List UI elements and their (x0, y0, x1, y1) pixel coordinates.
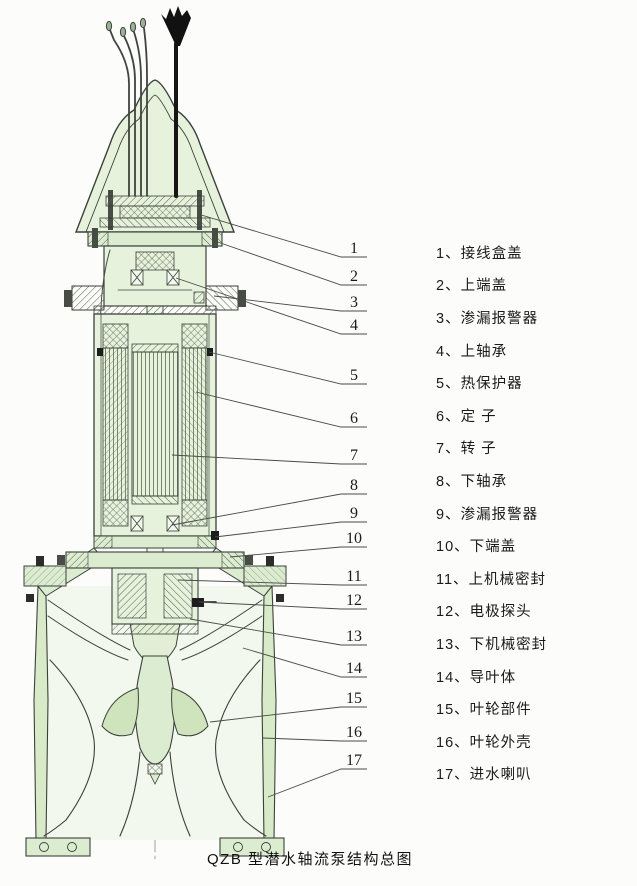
leader-line-9 (214, 521, 367, 538)
cable-lug (139, 17, 147, 29)
legend-item-5: 5、热保护器 (436, 376, 523, 393)
leader-line-10 (229, 546, 367, 558)
callout-number-11: 11 (346, 568, 361, 585)
impeller-hub (134, 655, 176, 765)
callout-number-6: 6 (350, 410, 358, 427)
legend-item-9: 9、渗漏报警器 (436, 506, 539, 523)
lower-bearing-part (130, 515, 180, 532)
upper-bearing-housing-part (64, 245, 246, 357)
callout-number-3: 3 (350, 294, 358, 311)
legend-item-1: 1、接线盒盖 (436, 245, 523, 262)
leader-line-5 (208, 351, 367, 385)
impeller-blade-right (171, 687, 209, 737)
cable-lug (105, 20, 113, 32)
upper-bearing-part (130, 269, 180, 286)
stator-part (102, 323, 208, 527)
legend-item-16: 16、叶轮外壳 (436, 734, 532, 751)
seal-housing-part (111, 567, 217, 635)
legend-item-10: 10、下端盖 (436, 539, 517, 556)
legend-item-14: 14、导叶体 (436, 669, 517, 686)
leader-line-7 (171, 454, 367, 465)
legend-item-8: 8、下轴承 (436, 473, 508, 490)
leader-line-2 (211, 239, 367, 286)
leak-alarm-upper-part (193, 291, 205, 304)
legend-item-17: 17、进水喇叭 (436, 767, 532, 784)
leader-line-4 (175, 277, 367, 335)
callout-number-9: 9 (350, 505, 358, 522)
leader-line-14 (242, 647, 367, 678)
legend-item-7: 7、转 子 (436, 441, 497, 458)
callout-number-15: 15 (346, 690, 362, 707)
legend-item-2: 2、上端盖 (436, 278, 508, 295)
thermal-protector-part (97, 348, 103, 356)
leak-alarm-lower-part (211, 531, 219, 540)
callout-number-1: 1 (350, 240, 358, 257)
rotor-part (131, 343, 179, 505)
impeller-blade-left (101, 687, 139, 737)
frayed-cable-end (161, 6, 191, 46)
callout-number-5: 5 (350, 367, 358, 384)
leader-line-12 (198, 601, 367, 610)
cable-strand (123, 35, 136, 197)
legend-item-13: 13、下机械密封 (436, 636, 548, 653)
inlet-bell-part (43, 659, 267, 837)
legend-item-4: 4、上轴承 (436, 343, 508, 360)
leader-line-16 (262, 737, 367, 742)
callout-number-2: 2 (350, 268, 358, 285)
lower-mechanical-seal-part (163, 573, 193, 619)
leader-lines (171, 213, 367, 798)
callout-number-10: 10 (346, 530, 362, 547)
cable-strand (133, 31, 142, 197)
leader-line-1 (197, 213, 367, 258)
legend-item-11: 11、上机械密封 (436, 571, 547, 588)
leader-line-15 (209, 706, 367, 723)
callout-number-17: 17 (346, 752, 362, 769)
shaft-coupling (135, 251, 175, 271)
inlet-bell-flange (25, 837, 285, 857)
leader-line-3 (213, 295, 367, 312)
upper-end-cover-part (87, 228, 223, 248)
electrode-probe-part (192, 598, 204, 607)
legend-item-15: 15、叶轮部件 (436, 702, 532, 719)
callout-numbers: 1 2 3 4 5 6 7 8 9 10 11 12 13 14 15 16 1… (346, 240, 362, 769)
terminal-block-part (99, 190, 211, 230)
cable-strand (109, 29, 130, 197)
parts-legend: 1、接线盒盖 2、上端盖 3、渗漏报警器 4、上轴承 5、热保护器 6、定 子 … (436, 236, 626, 790)
cable-strand (143, 27, 148, 197)
leader-line-17 (267, 768, 367, 798)
lower-end-cover-part (23, 547, 287, 597)
leader-line-8 (171, 493, 367, 526)
pump-drawing (23, 6, 287, 863)
callout-number-7: 7 (350, 447, 358, 464)
legend-item-12: 12、电极探头 (436, 604, 532, 621)
leader-line-11 (177, 579, 367, 586)
cable-lug (129, 21, 137, 33)
callout-number-8: 8 (350, 477, 358, 494)
legend-item-6: 6、定 子 (436, 408, 497, 425)
upper-mechanical-seal-part (117, 573, 147, 619)
impeller-part (101, 655, 209, 785)
callout-number-4: 4 (350, 317, 358, 334)
leader-line-6 (195, 391, 367, 428)
callout-number-16: 16 (346, 724, 362, 741)
callout-number-13: 13 (346, 628, 362, 645)
shaft-nut (147, 763, 163, 775)
power-cables (105, 6, 191, 198)
leader-line-13 (189, 618, 367, 646)
motor-section (93, 305, 219, 549)
diagram-title: QZB 型潜水轴流泵结构总图 (206, 851, 413, 868)
callout-number-12: 12 (346, 592, 362, 609)
cable-lug (119, 26, 127, 38)
legend-item-3: 3、渗漏报警器 (436, 310, 539, 327)
callout-number-14: 14 (346, 660, 362, 677)
